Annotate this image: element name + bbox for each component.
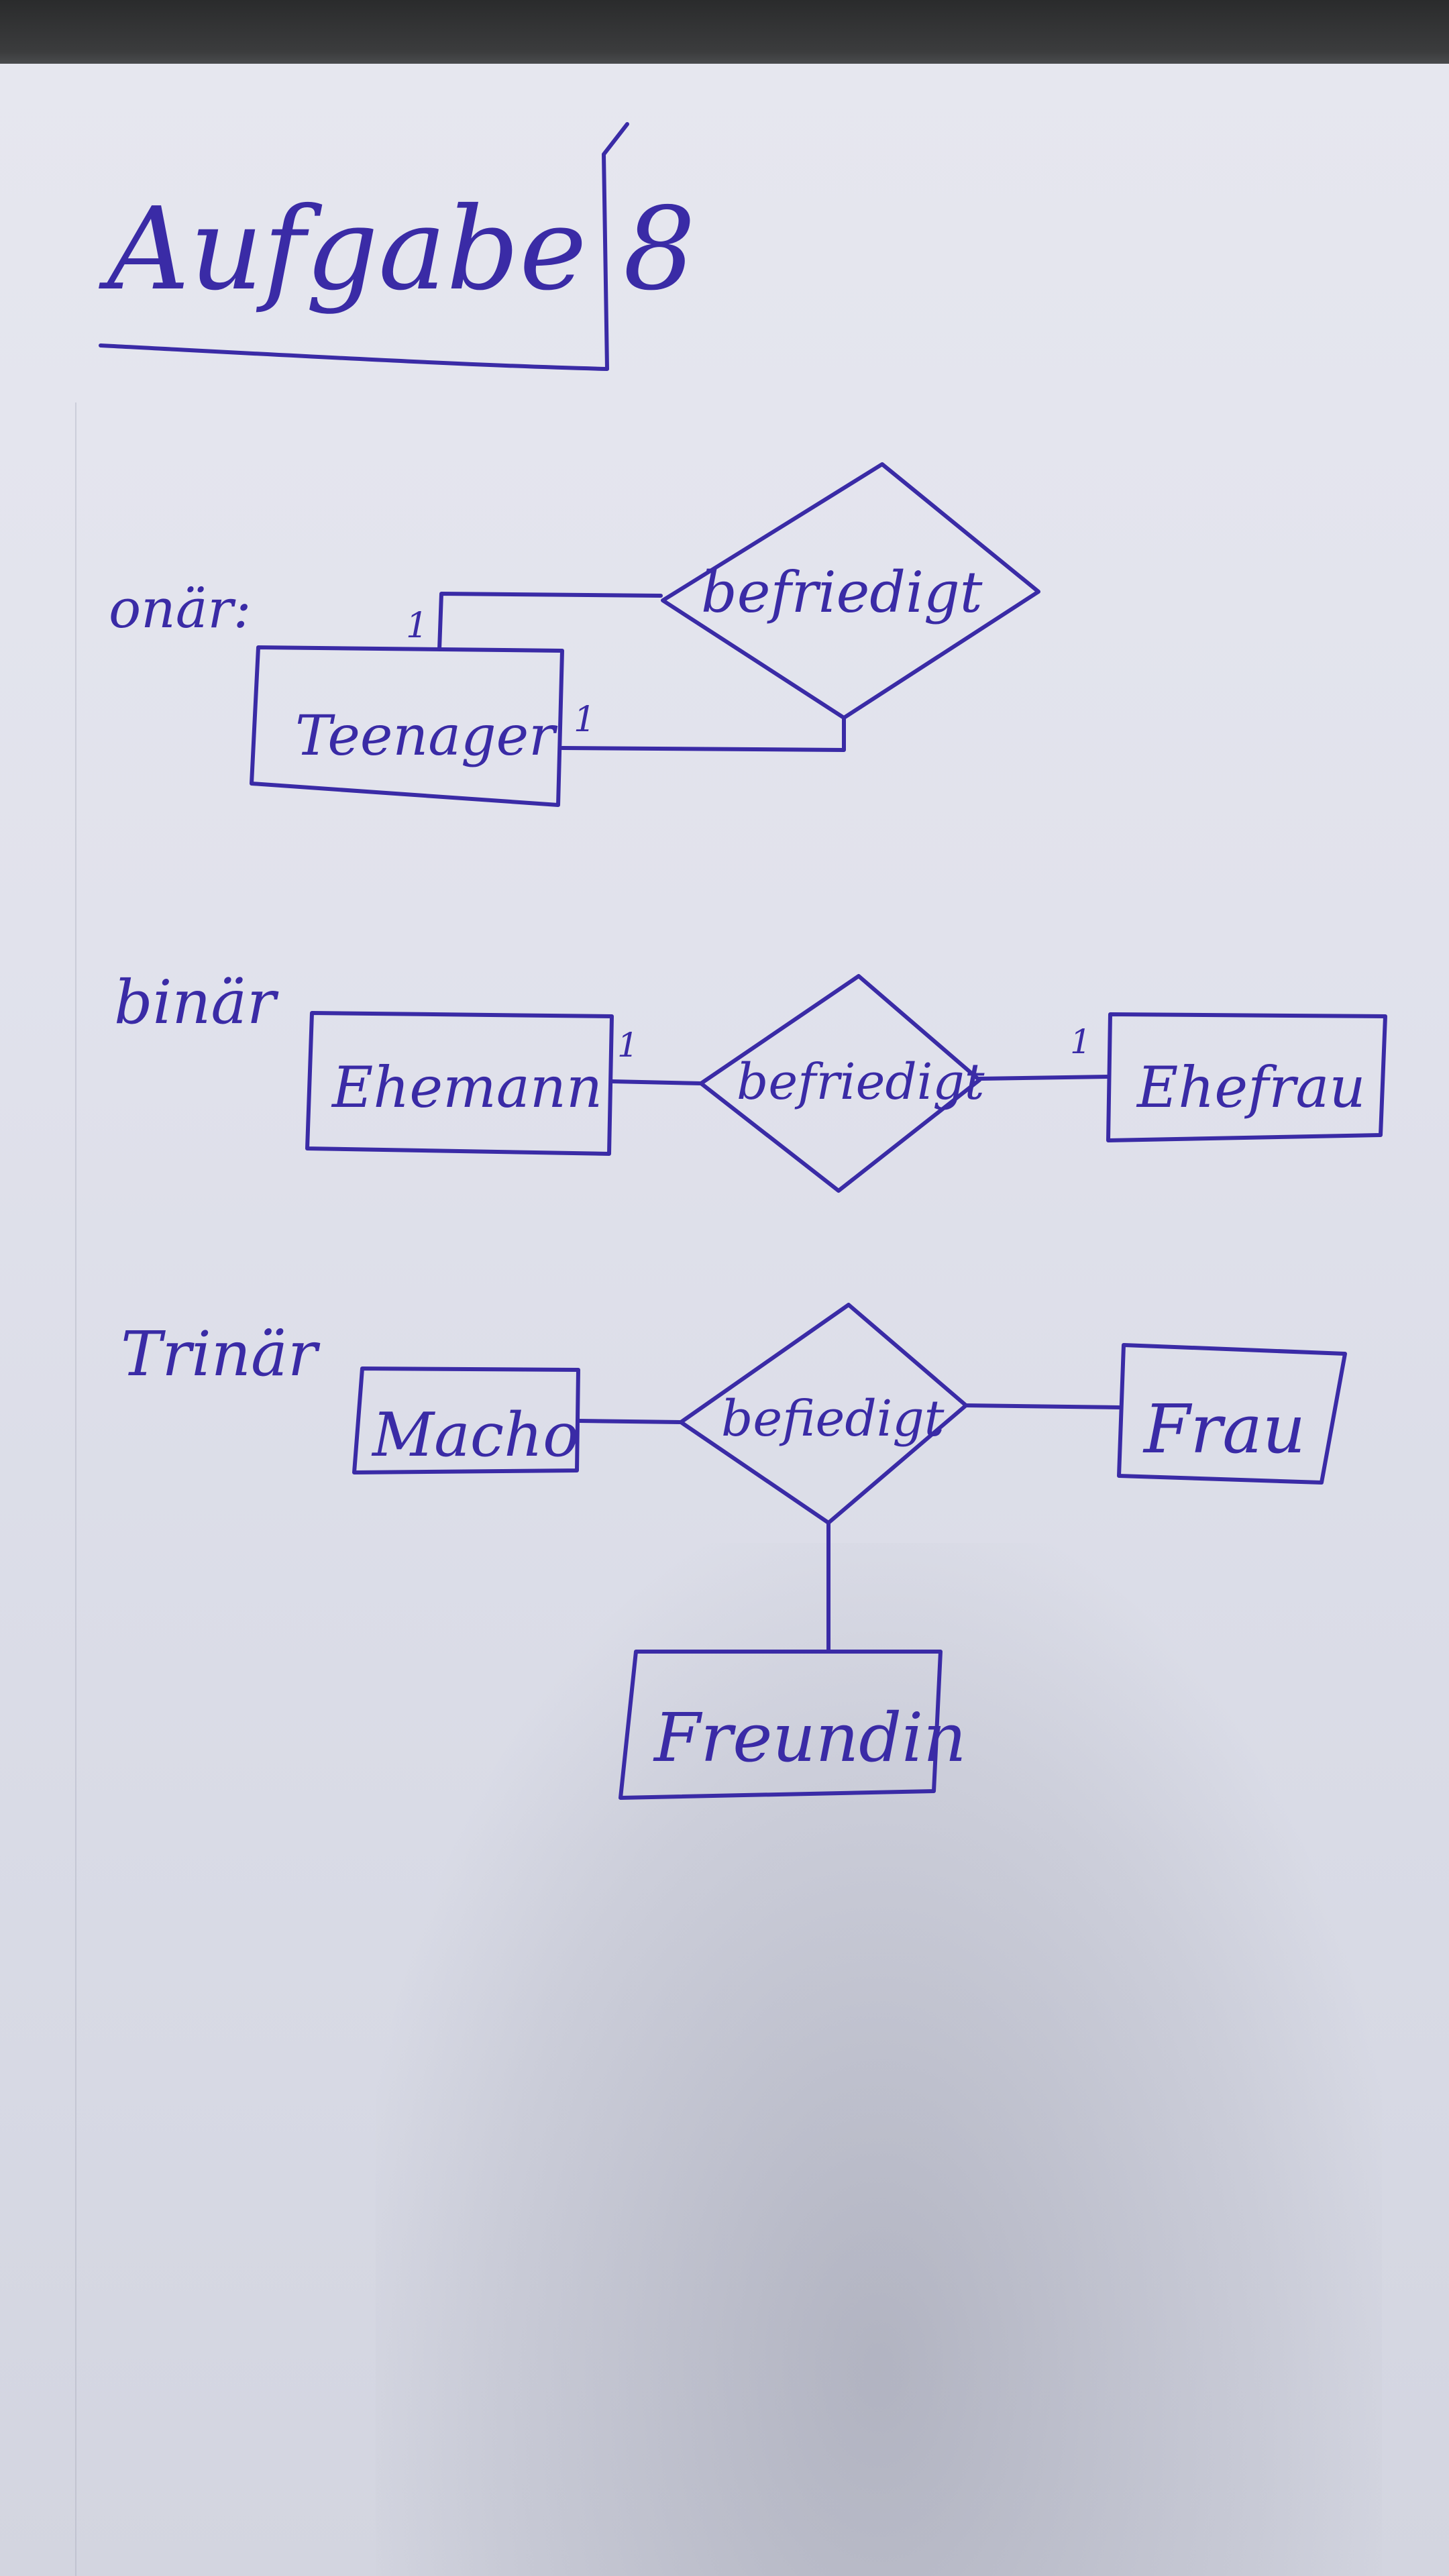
relationship-ternary: befiedigt [721, 1390, 945, 1448]
connector-binary-left [610, 1079, 703, 1085]
title-underline [99, 122, 629, 371]
section-unary: onär: Teenager befriedigt 1 1 [109, 462, 1040, 807]
section-label-ternary: Trinär [121, 1318, 321, 1390]
entity-box-ehemann [305, 1011, 614, 1156]
relationship-binary: befriedigt [737, 1053, 985, 1111]
section-binary: binär Ehemann befriedigt Ehefrau 1 1 [114, 967, 1387, 1193]
entity-ehemann: Ehemann [331, 1055, 602, 1120]
page-title: Aufgabe 8 [99, 183, 696, 316]
cardinality-unary-top: 1 [406, 606, 428, 646]
entity-frau: Frau [1142, 1390, 1305, 1468]
connector-ternary-left [576, 1419, 683, 1424]
section-label-unary: onär: [109, 578, 252, 640]
title-group: Aufgabe 8 [99, 122, 696, 371]
entity-teenager: Teenager [295, 704, 558, 768]
cardinality-unary-bottom: 1 [574, 700, 596, 740]
cardinality-binary-left: 1 [617, 1026, 639, 1065]
entity-box-macho [352, 1366, 580, 1474]
connector-ternary-right [964, 1403, 1121, 1409]
connector-unary-bottom [560, 716, 846, 752]
connector-binary-right [977, 1075, 1110, 1081]
relationship-diamond-binary [699, 974, 981, 1193]
entity-box-frau [1117, 1343, 1347, 1485]
entity-ehefrau: Ehefrau [1136, 1055, 1366, 1120]
desk-background [0, 0, 1449, 74]
entity-box-freundin [619, 1650, 943, 1800]
paper-fold-line [75, 402, 76, 2576]
entity-box-ehefrau [1106, 1012, 1387, 1142]
entity-freundin: Freundin [653, 1699, 967, 1777]
paper-sheet [0, 64, 1449, 2576]
section-ternary: Trinär Macho befiedigt Frau Freundin [121, 1303, 1347, 1800]
relationship-unary: befriedigt [701, 559, 983, 625]
entity-macho: Macho [371, 1400, 579, 1470]
hand-shadow [376, 1543, 1382, 2576]
cardinality-binary-right: 1 [1070, 1022, 1091, 1061]
connector-unary-top [437, 592, 663, 651]
section-label-binary: binär [114, 967, 279, 1038]
entity-box-teenager [250, 645, 564, 807]
